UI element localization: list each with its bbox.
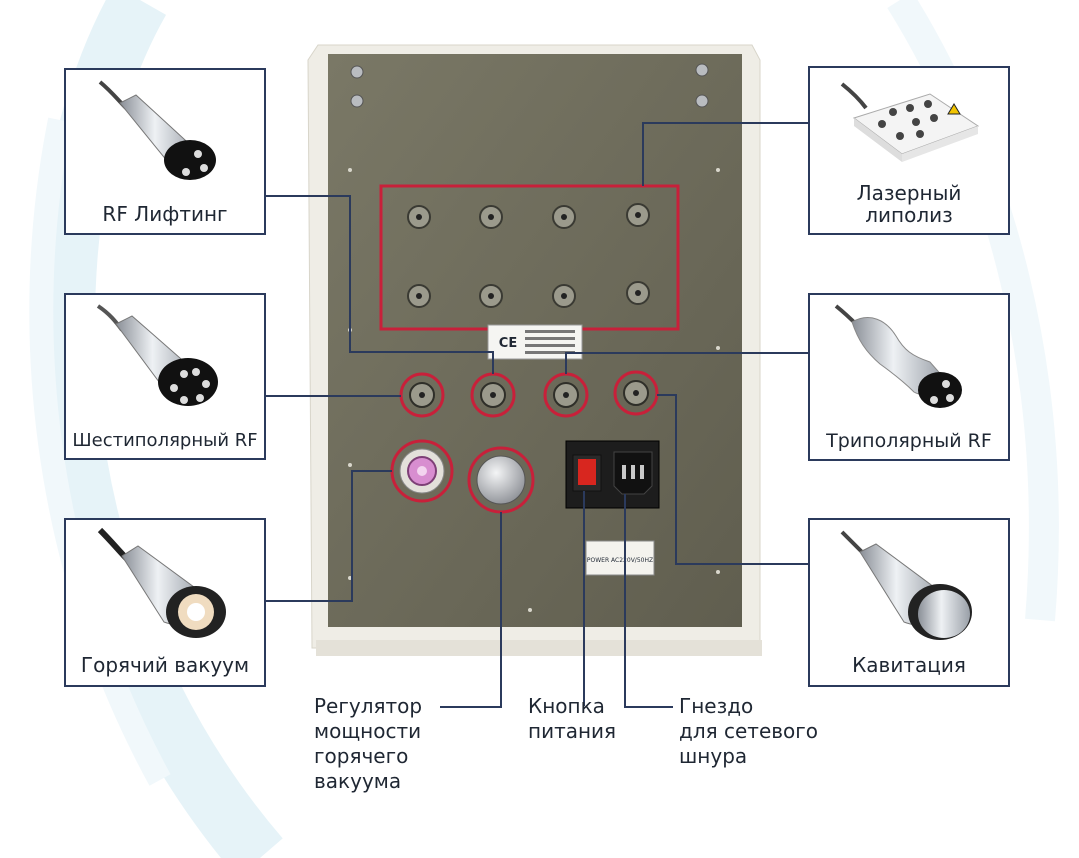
laser-socket — [552, 284, 576, 308]
box-hot-vacuum: Горячий вакуум — [64, 518, 266, 687]
laser-socket — [626, 203, 650, 227]
line-cavitation — [657, 394, 809, 565]
power-cord-socket — [613, 451, 653, 495]
box-laser-lipolysis: Лазерный липолиз — [808, 66, 1010, 235]
connector-lines — [266, 122, 809, 708]
screw — [350, 94, 364, 108]
label-hot-vacuum: Горячий вакуум — [81, 653, 249, 677]
line-rf-lifting — [266, 195, 494, 374]
line-tripolar — [565, 352, 809, 374]
label-regulator-line4: вакуума — [314, 769, 401, 793]
laser-socket — [626, 281, 650, 305]
power-regulator-knob — [467, 446, 535, 514]
label-six-polar-rf: Шестиполярный RF — [72, 430, 257, 451]
laser-pad-icon — [840, 82, 980, 162]
rf-sockets — [399, 370, 659, 418]
label-regulator-line1: Регулятор — [314, 694, 422, 718]
screw — [695, 94, 709, 108]
label-cavitation: Кавитация — [852, 653, 966, 677]
hot-vacuum-socket — [390, 439, 454, 503]
rf-lifting-socket — [470, 372, 516, 418]
box-six-polar-rf: Шестиполярный RF — [64, 293, 266, 460]
line-hot-vacuum — [266, 470, 392, 602]
label-power-button: Кнопка питания — [528, 694, 616, 743]
ce-mark: CE — [499, 336, 517, 351]
label-socket-line3: шнура — [679, 744, 747, 768]
box-rf-lifting: RF Лифтинг — [64, 68, 266, 235]
box-cavitation: Кавитация — [808, 518, 1010, 687]
label-laser-lipolysis-line1: Лазерный — [857, 181, 962, 205]
label-socket: Гнездо для сетевого шнура — [679, 694, 818, 768]
label-power-button-line1: Кнопка — [528, 694, 605, 718]
label-laser-lipolysis-line2: липолиз — [865, 203, 953, 227]
power-rating-text: POWER AC220V/50HZ — [587, 557, 653, 564]
cavitation-handpiece-icon — [840, 530, 972, 640]
power-module — [565, 440, 660, 509]
laser-socket — [407, 205, 431, 229]
laser-socket — [479, 205, 503, 229]
label-regulator: Регулятор мощности горячего вакуума — [314, 694, 422, 793]
label-rf-lifting: RF Лифтинг — [102, 202, 227, 226]
label-regulator-line2: мощности — [314, 719, 421, 743]
line-laser — [642, 122, 809, 186]
screw — [350, 65, 364, 79]
label-power-button-line2: питания — [528, 719, 616, 743]
laser-connectors — [407, 203, 650, 308]
power-rating-plate: POWER AC220V/50HZ — [585, 540, 655, 576]
rf-lifting-handpiece-icon — [98, 80, 216, 180]
label-regulator-line3: горячего — [314, 744, 408, 768]
laser-socket — [407, 284, 431, 308]
label-tripolar-rf: Триполярный RF — [825, 430, 992, 452]
screw — [695, 63, 709, 77]
label-socket-line1: Гнездо — [679, 694, 753, 718]
box-tripolar-rf: Триполярный RF — [808, 293, 1010, 461]
power-switch — [572, 454, 602, 492]
laser-socket — [479, 284, 503, 308]
laser-socket — [552, 205, 576, 229]
six-polar-handpiece-icon — [96, 304, 218, 406]
line-socket — [624, 494, 673, 708]
line-regulator — [440, 512, 502, 708]
tripolar-handpiece-icon — [834, 304, 962, 408]
label-socket-line2: для сетевого — [679, 719, 818, 743]
hot-vacuum-handpiece-icon — [97, 527, 226, 638]
cavitation-socket — [613, 370, 659, 416]
